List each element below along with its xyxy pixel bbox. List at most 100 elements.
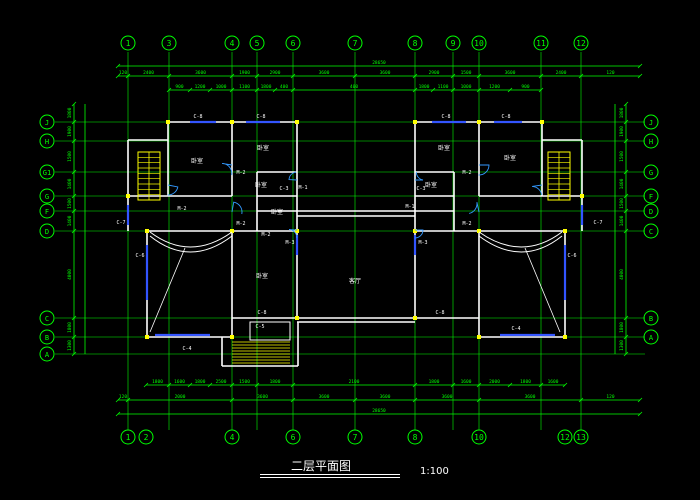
dim-top-row3-text: 400 <box>280 84 288 90</box>
dim-left-tick <box>71 169 77 175</box>
dim-top-row3-text: 1800 <box>261 84 272 90</box>
dim-right-text: 1300 <box>619 340 625 351</box>
dim-top-row2-text: 3600 <box>195 70 206 76</box>
dim-left-tick <box>71 119 77 125</box>
dim-bottom-row2-text: 3600 <box>319 394 330 400</box>
dim-bottom-row1-text: 2100 <box>349 379 360 385</box>
dim-overall-top-tick <box>637 63 643 69</box>
entry-landing <box>249 321 291 341</box>
door-tag: M-2 <box>236 221 245 227</box>
dim-top-row3-text: 1200 <box>489 84 500 90</box>
dim-bottom-row2-tick <box>578 397 584 403</box>
axis-label-bottom: 2 <box>144 433 149 442</box>
axis-bubble-top <box>249 35 265 51</box>
axis-bubble-right <box>643 133 659 149</box>
dim-bottom-row2-text: 2000 <box>175 394 186 400</box>
axis-label-right: A <box>649 334 654 342</box>
axis-label-top: 4 <box>230 39 235 48</box>
axis-label-top: 7 <box>353 39 358 48</box>
structural-column <box>540 120 544 124</box>
window-tag: C-8 <box>441 114 450 120</box>
axis-bubble-left <box>39 203 55 219</box>
room-label: 卧室 <box>255 181 267 189</box>
drawing-scale: 1:100 <box>420 466 449 477</box>
axis-label-left: F <box>45 208 49 216</box>
dim-bottom-row1-text: 1600 <box>548 379 559 385</box>
door-tag: M-2 <box>236 170 245 176</box>
door-tag: M-2 <box>462 170 471 176</box>
room-label: 卧室 <box>257 144 269 152</box>
window-tag: C-4 <box>511 326 520 332</box>
axis-label-left: J <box>45 119 49 127</box>
dim-top-row3-tick <box>412 87 418 93</box>
dim-left-text: 1500 <box>67 198 73 209</box>
dim-left-text: 1900 <box>67 126 73 137</box>
dim-left-text: 1400 <box>67 178 73 189</box>
door-swing <box>222 162 233 176</box>
axis-bubble-bottom <box>557 429 573 445</box>
bay-curve <box>478 235 563 253</box>
window-tag: C-3 <box>416 186 425 192</box>
dim-bottom-row2-tick <box>125 397 131 403</box>
dim-bottom-row1-tick <box>450 382 456 388</box>
dim-right-text: 4000 <box>619 269 625 280</box>
dim-right-tick <box>623 351 629 357</box>
door-swing <box>288 229 298 239</box>
dim-bottom-row1-text: 1600 <box>174 379 185 385</box>
dim-bottom-row2-text: 120 <box>119 394 127 400</box>
dim-right-text: 1900 <box>619 126 625 137</box>
axis-label-bottom: 13 <box>576 433 586 442</box>
dim-bottom-row1-text: 1600 <box>461 379 472 385</box>
axis-bubble-right <box>643 188 659 204</box>
axis-bubble-bottom <box>224 429 240 445</box>
dim-bottom-row2-tick <box>412 397 418 403</box>
dim-right-tick <box>623 138 629 144</box>
dim-bottom-row1-tick <box>538 382 544 388</box>
dim-bottom-row1-text: 2000 <box>489 379 500 385</box>
structural-column <box>563 335 567 339</box>
axis-bubble-bottom <box>407 429 423 445</box>
structural-column <box>295 316 299 320</box>
dim-top-row2-tick <box>538 73 544 79</box>
title-underline-thin <box>260 477 400 478</box>
room-label: 卧室 <box>271 208 283 216</box>
dim-bottom-row1-tick <box>207 382 213 388</box>
door-tag: M-2 <box>462 221 471 227</box>
dim-top-row3-text: 1000 <box>461 84 472 90</box>
dim-bottom-row1-text: 1800 <box>270 379 281 385</box>
axis-label-left: B <box>45 334 49 342</box>
window-tag: C-6 <box>567 253 576 259</box>
dim-right-tick <box>623 228 629 234</box>
dim-top-row3-text: 900 <box>521 84 529 90</box>
room-label: 卧室 <box>425 181 437 189</box>
axis-label-left: G1 <box>43 169 51 177</box>
dim-bottom-row1-tick <box>166 382 172 388</box>
dim-left-tick <box>71 193 77 199</box>
dim-left-tick <box>71 351 77 357</box>
axis-bubble-left <box>39 329 55 345</box>
dim-right-tick <box>623 208 629 214</box>
dim-left-tick <box>71 334 77 340</box>
axis-label-top: 11 <box>536 39 546 48</box>
dim-top-row3-tick <box>229 87 235 93</box>
door-tag: M-2 <box>177 206 186 212</box>
diagonal-line <box>524 247 561 333</box>
structural-column <box>230 335 234 339</box>
dim-left-tick <box>71 228 77 234</box>
axis-bubble-right <box>643 114 659 130</box>
axis-bubble-right <box>643 203 659 219</box>
axis-label-right: H <box>649 138 653 146</box>
dim-right-tick <box>623 119 629 125</box>
dim-bottom-row1-tick <box>412 382 418 388</box>
dim-top-row2-text: 120 <box>606 70 614 76</box>
dim-right-text: 1800 <box>619 107 625 118</box>
axis-bubble-top <box>445 35 461 51</box>
room-label: 卧室 <box>191 157 203 165</box>
dim-bottom-row1-text: 1800 <box>520 379 531 385</box>
axis-label-right: J <box>649 119 653 127</box>
dim-top-row3-tick <box>450 87 456 93</box>
window-tag: C-3 <box>279 186 288 192</box>
dim-overall-bottom-tick <box>637 411 643 417</box>
axis-label-right: G <box>649 169 653 177</box>
dim-right-tick <box>623 169 629 175</box>
